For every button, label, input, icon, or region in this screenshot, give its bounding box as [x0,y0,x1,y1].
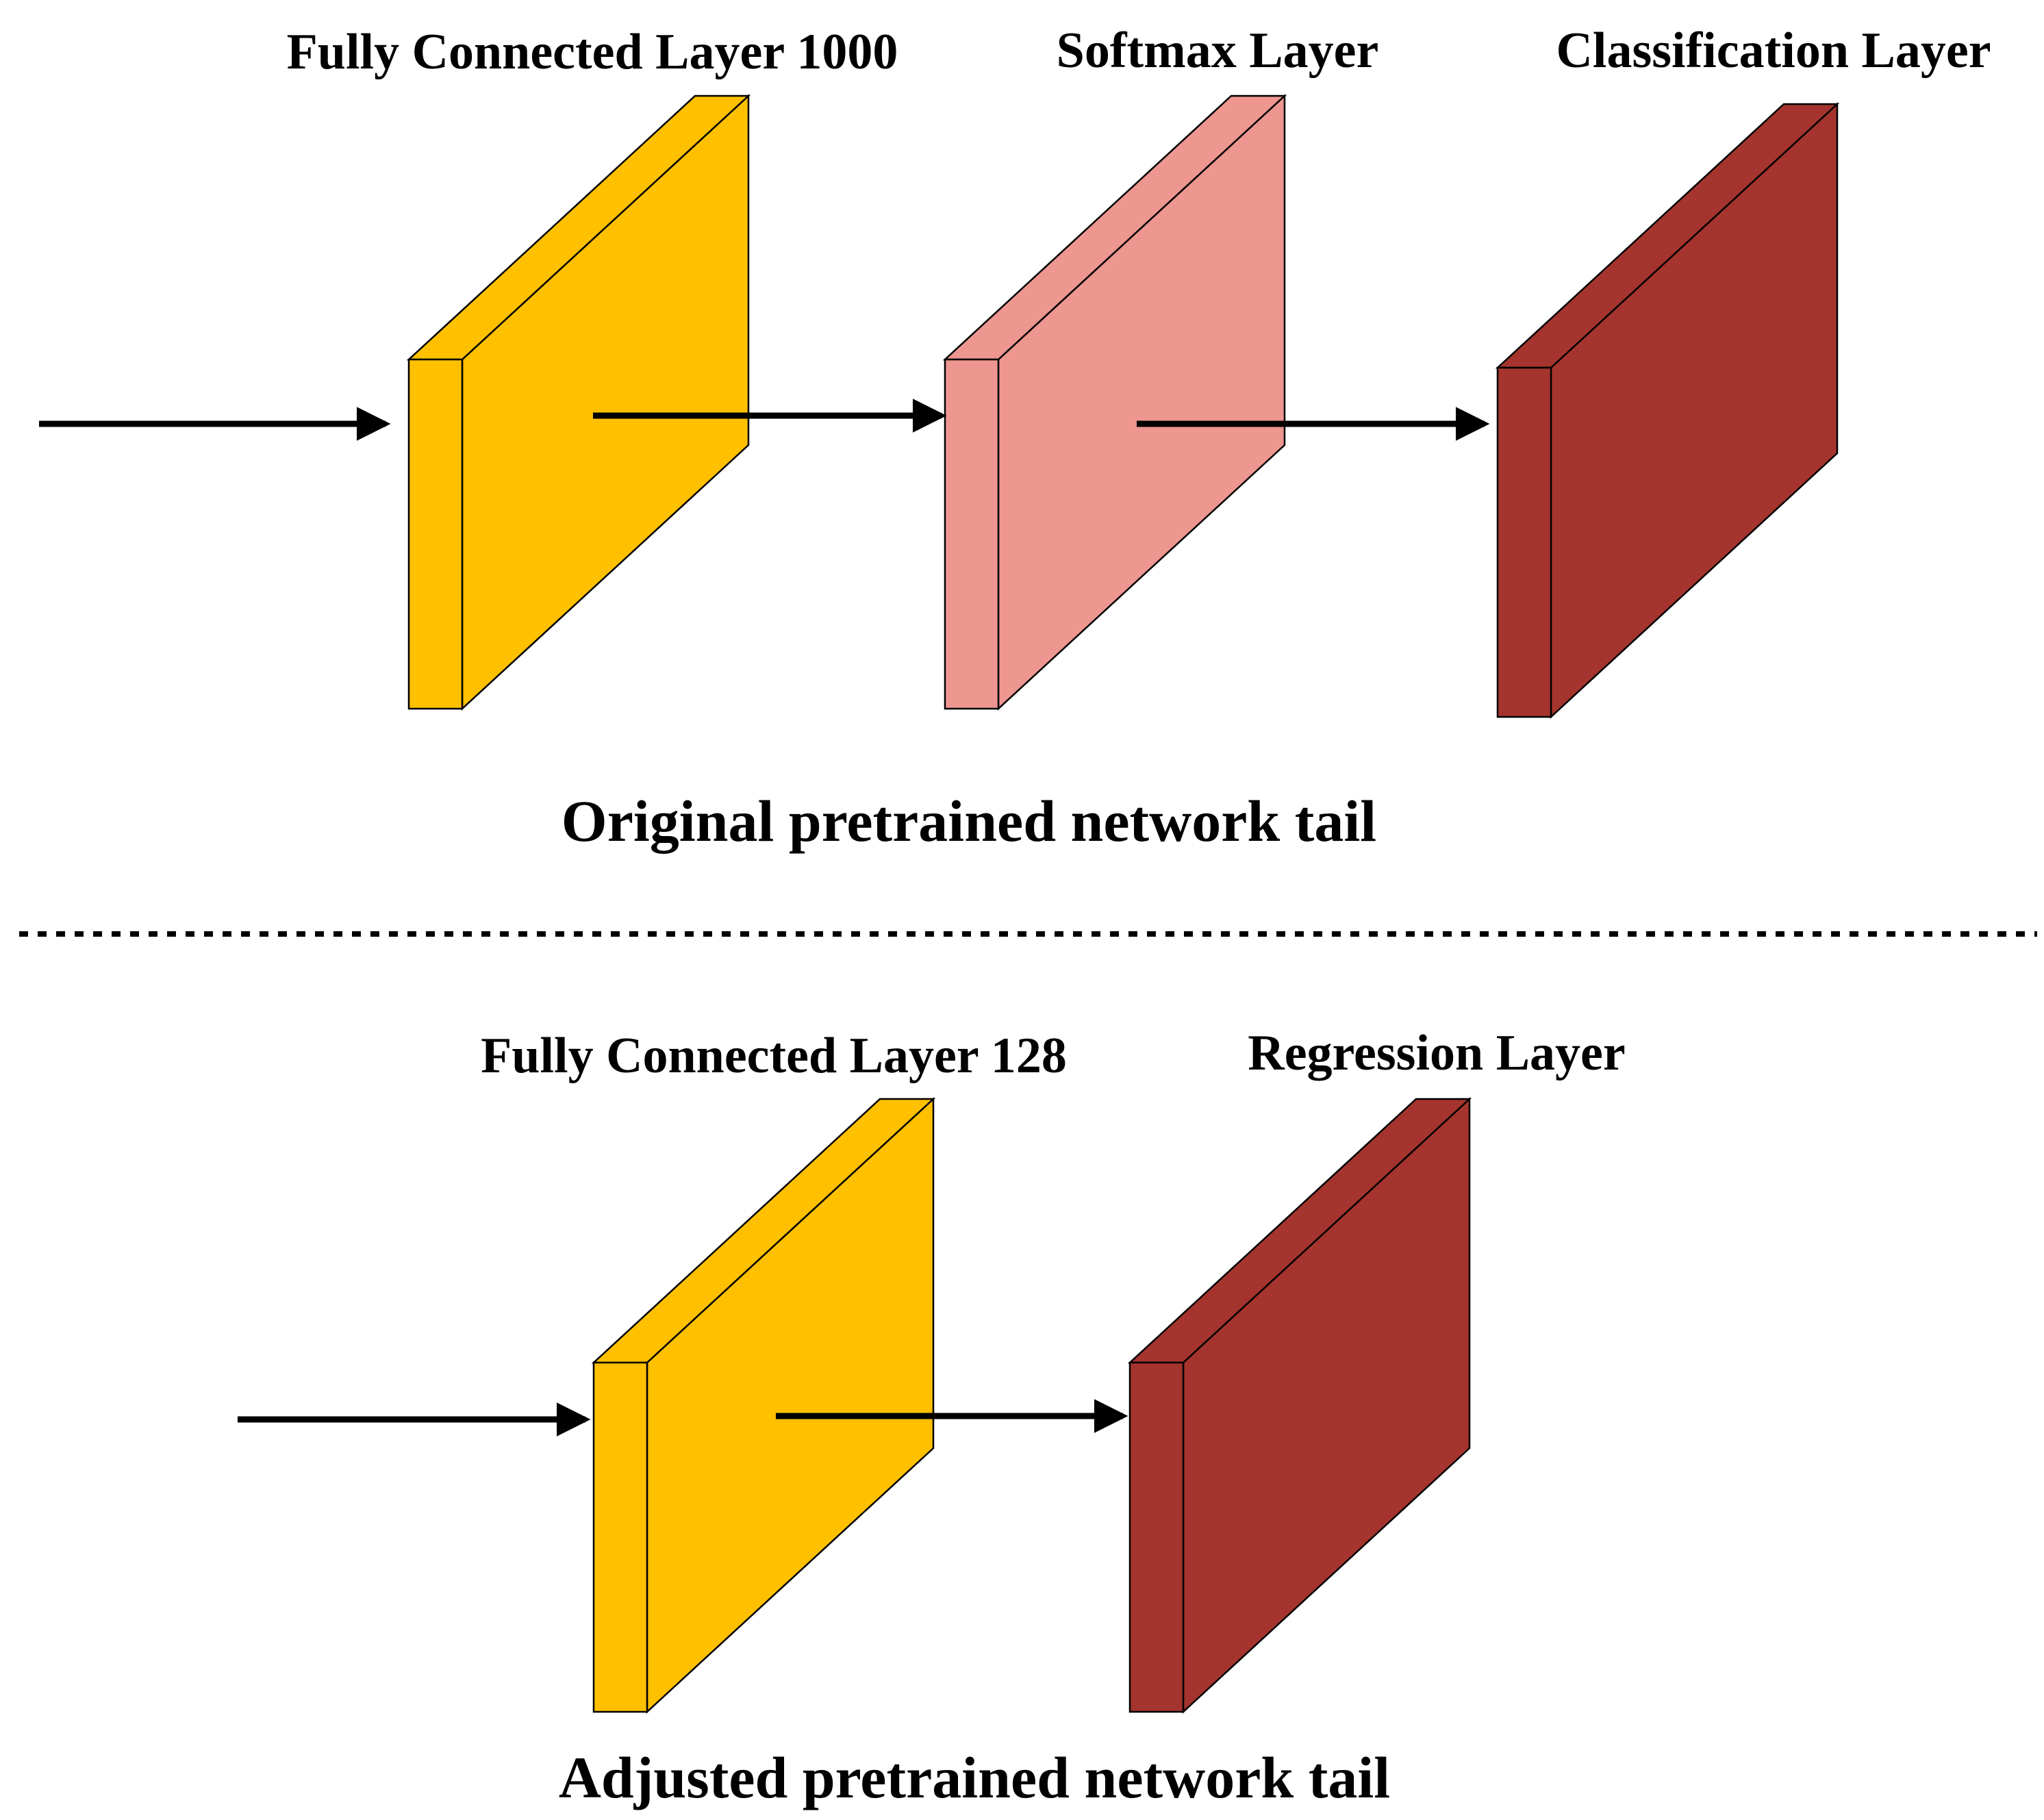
slab-front-face [1128,1361,1185,1713]
regression-label: Regression Layer [1248,1025,1626,1081]
slab-front-face [407,358,464,710]
original-tail-section: Fully Connected Layer 1000 Softmax Layer… [39,23,1991,854]
fc-1000-block [406,94,751,711]
fc-1000-label: Fully Connected Layer 1000 [287,24,898,80]
classification-block [1495,102,1840,719]
classification-label: Classification Layer [1556,23,1991,79]
slab-front-face [944,358,1000,710]
softmax-block [942,94,1287,711]
adjusted-tail-caption: Adjusted pretrained network tail [559,1745,1390,1810]
regression-block [1127,1097,1472,1714]
original-tail-caption: Original pretrained network tail [562,788,1376,854]
slab-front-face [1496,366,1552,718]
fc-128-block [591,1097,936,1714]
softmax-label: Softmax Layer [1057,23,1379,79]
fc-128-label: Fully Connected Layer 128 [481,1028,1067,1084]
adjusted-tail-section: Fully Connected Layer 128 Regression Lay… [238,1025,1626,1810]
slab-front-face [592,1361,648,1713]
